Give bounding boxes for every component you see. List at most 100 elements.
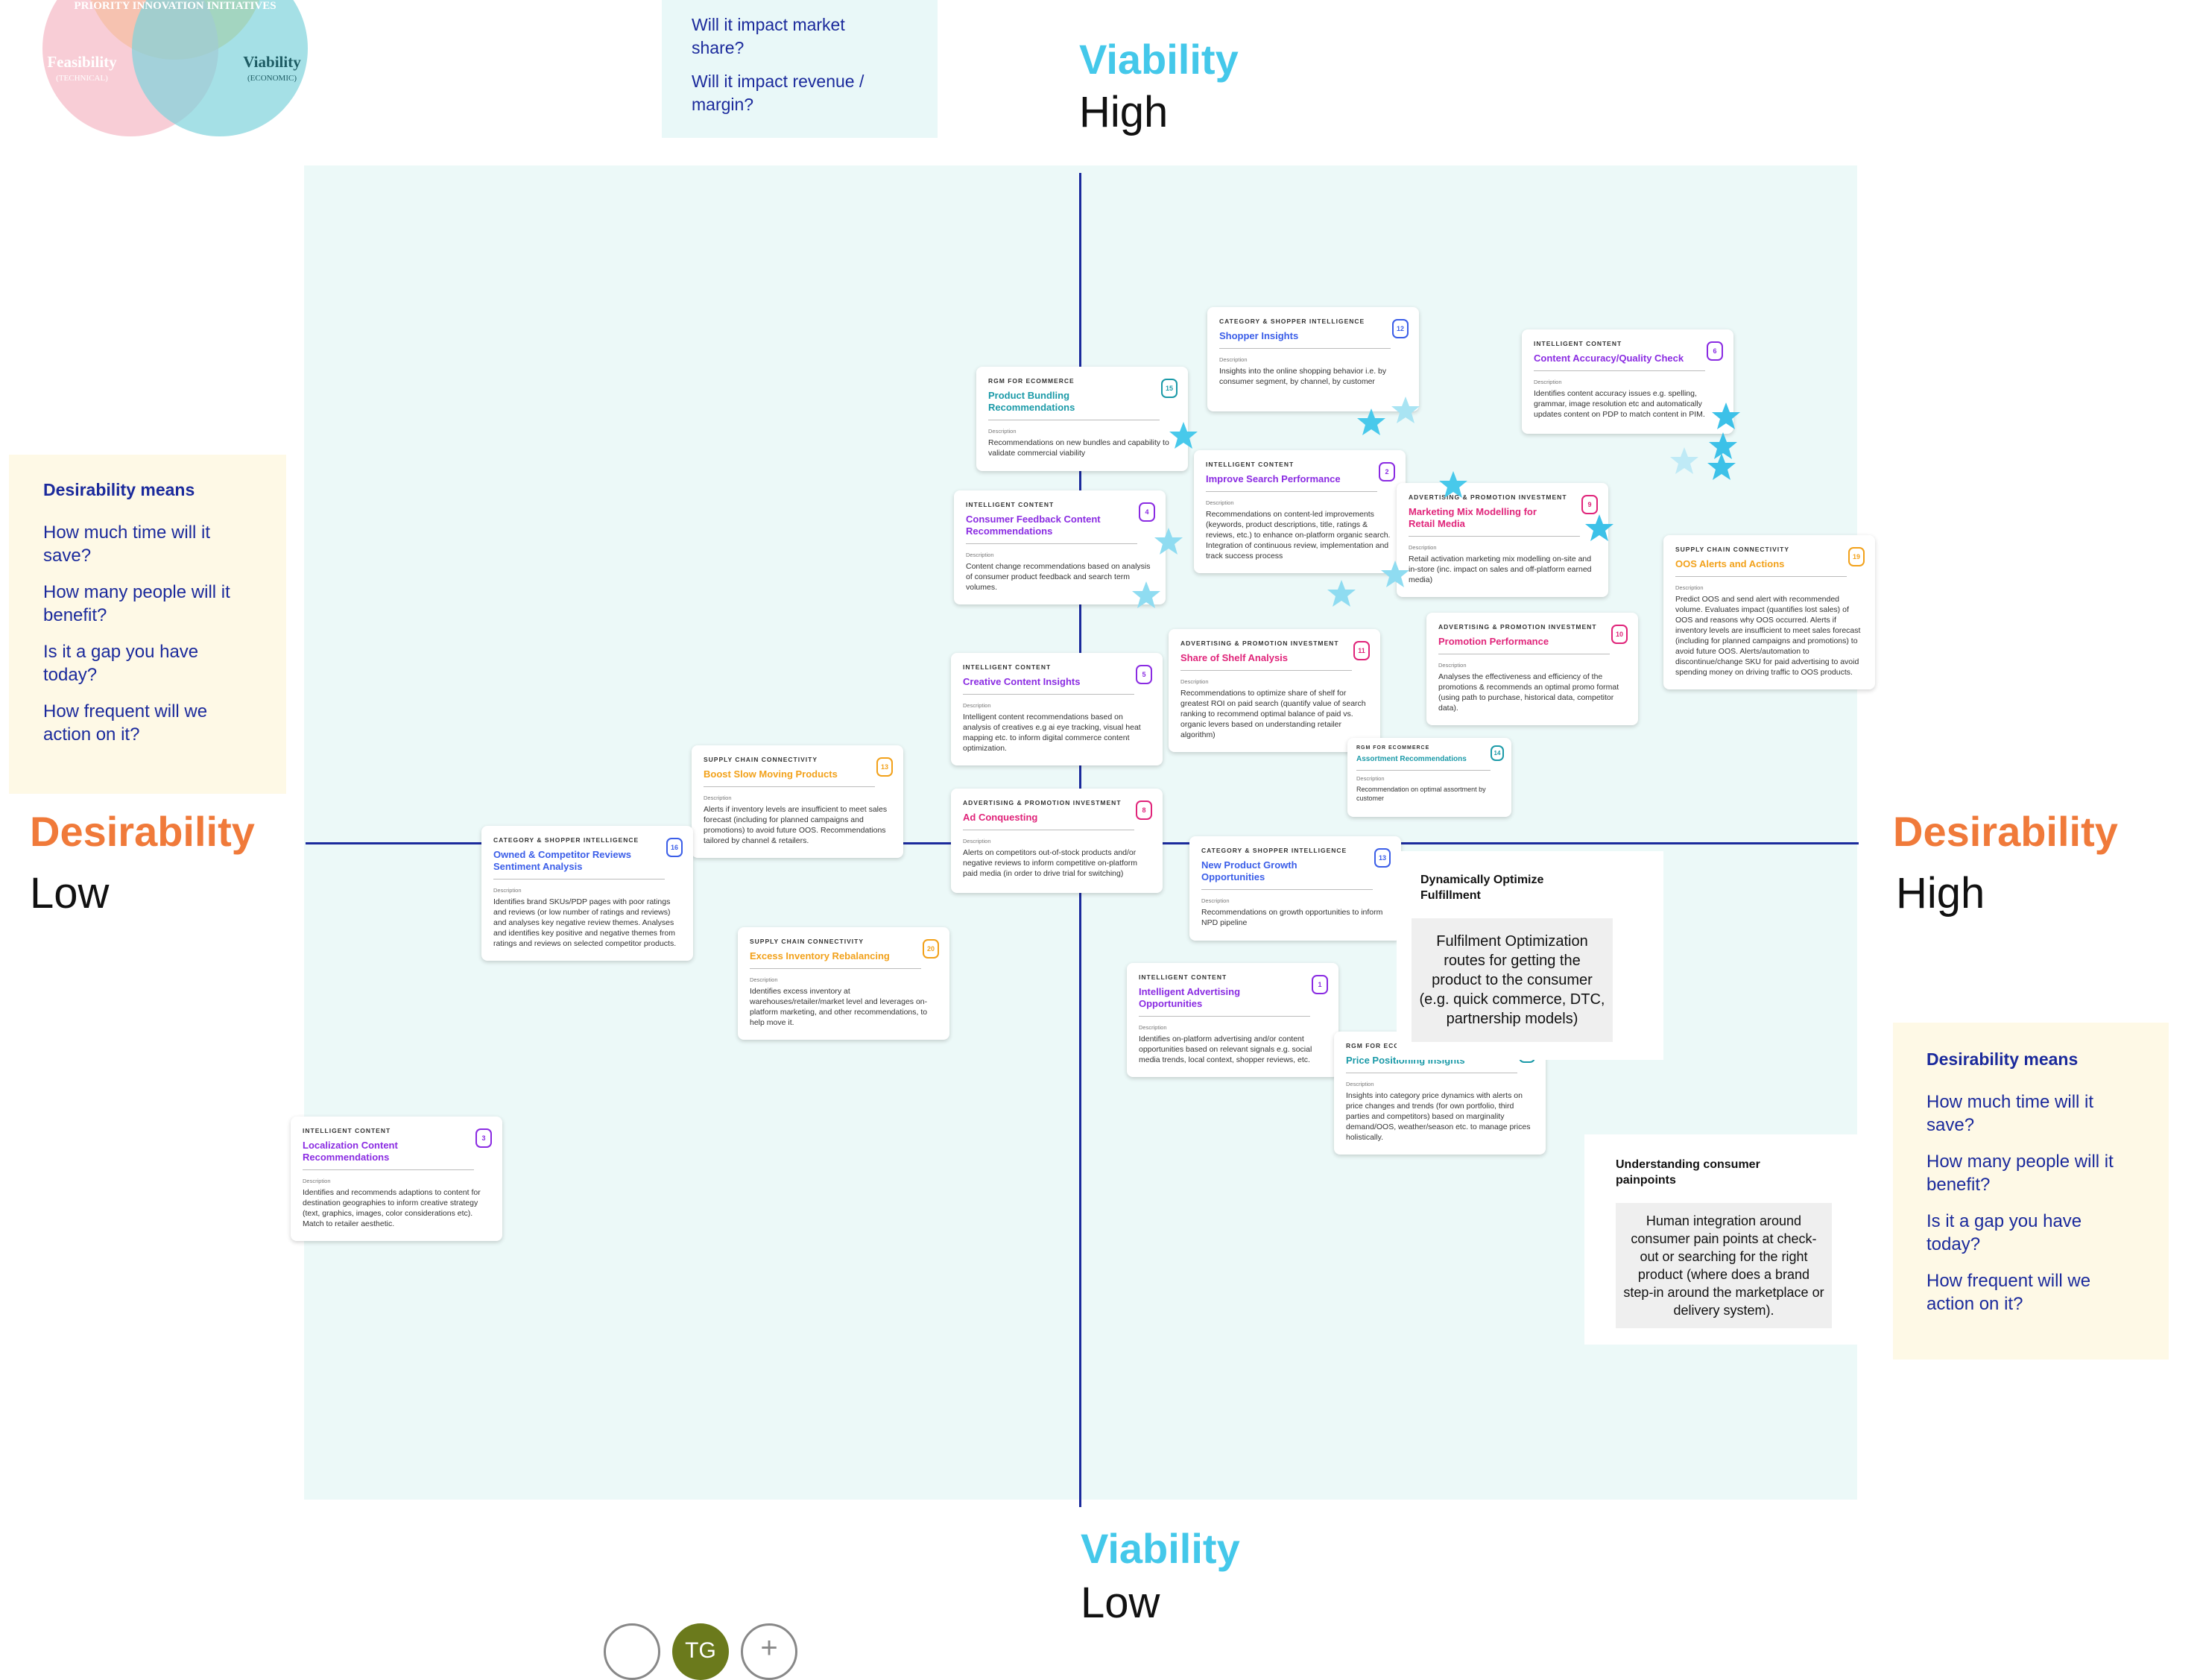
card-number-badge: 8 (1136, 800, 1152, 820)
desirability-question: How many people will it benefit? (1926, 1152, 2114, 1195)
initiative-card[interactable]: Category & Shopper Intelligence Shopper … (1207, 307, 1419, 411)
card-divider (1206, 491, 1377, 492)
card-number-badge: 13 (1374, 848, 1391, 868)
card-number-badge: 15 (1161, 379, 1178, 398)
user-avatar[interactable]: TG (672, 1623, 729, 1680)
initiative-card[interactable]: Category & Shopper Intelligence New Prod… (1189, 836, 1401, 941)
card-description-label: Description (303, 1178, 331, 1184)
card-description-label: Description (1201, 897, 1230, 904)
initiative-card[interactable]: Intelligent Content Improve Search Perfo… (1194, 450, 1406, 573)
card-title: Promotion Performance (1438, 636, 1549, 647)
desirability-question: How frequent will we action on it? (1926, 1271, 2091, 1314)
card-title: New Product Growth Opportunities (1201, 859, 1297, 882)
card-description-label: Description (1409, 544, 1437, 551)
card-number-badge: 3 (475, 1128, 492, 1148)
card-description-label: Description (966, 552, 994, 558)
card-divider (493, 879, 665, 880)
card-title: Consumer Feedback Content Recommendation… (966, 514, 1101, 537)
card-description-label: Description (1219, 356, 1248, 363)
card-number-badge: 12 (1392, 319, 1409, 338)
card-description: Identifies content accuracy issues e.g. … (1534, 389, 1705, 419)
card-divider (1219, 348, 1391, 349)
card-divider (1675, 576, 1847, 577)
venn-feasibility-label: Feasibility (47, 53, 117, 71)
card-category: Intelligent Content (1139, 973, 1227, 981)
initiative-card[interactable]: Advertising & Promotion Investment Promo… (1426, 613, 1638, 725)
card-description-label: Description (1438, 662, 1467, 669)
star-vote-icon[interactable] (1708, 431, 1738, 461)
card-description-label: Description (704, 795, 732, 801)
card-divider (963, 694, 1134, 695)
desirability-question: How many people will it benefit? (43, 582, 230, 625)
star-vote-icon[interactable] (1169, 420, 1198, 450)
card-description: Identifies excess inventory at warehouse… (750, 987, 928, 1027)
card-category: Supply Chain Connectivity (1675, 546, 1789, 553)
initiative-card[interactable]: Intelligent Content Consumer Feedback Co… (954, 490, 1166, 604)
star-vote-icon[interactable] (1707, 452, 1736, 481)
initiative-card[interactable]: Category & Shopper Intelligence Owned & … (481, 826, 693, 961)
initiative-card[interactable]: Intelligent Content Intelligent Advertis… (1127, 963, 1338, 1077)
initiative-card[interactable]: Supply Chain Connectivity Boost Slow Mov… (692, 745, 903, 858)
fulfilment-note-title: Dynamically Optimize Fulfillment (1420, 874, 1544, 902)
star-vote-icon[interactable] (1380, 559, 1410, 589)
card-description: Analyses the effectiveness and efficienc… (1438, 672, 1619, 713)
card-category: Intelligent Content (966, 501, 1055, 508)
painpoints-note-title: Understanding consumer painpoints (1616, 1158, 1760, 1187)
initiative-card[interactable]: Intelligent Content Localization Content… (291, 1117, 502, 1241)
card-category: Advertising & Promotion Investment (1180, 640, 1339, 647)
star-vote-icon[interactable] (1584, 513, 1614, 543)
card-description: Alerts on competitors out-of-stock produ… (963, 848, 1138, 878)
venn-viability-label: Viability (243, 53, 301, 71)
card-category: Category & Shopper Intelligence (1201, 847, 1347, 854)
star-vote-icon[interactable] (1131, 580, 1161, 610)
card-divider (966, 543, 1137, 544)
card-category: Advertising & Promotion Investment (963, 799, 1122, 806)
initiative-card[interactable]: Supply Chain Connectivity OOS Alerts and… (1663, 535, 1875, 689)
card-divider (704, 786, 875, 787)
initiative-card[interactable]: Supply Chain Connectivity Excess Invento… (738, 927, 949, 1040)
card-category: Advertising & Promotion Investment (1438, 623, 1597, 631)
card-category: Supply Chain Connectivity (750, 938, 864, 945)
card-number-badge: 11 (1353, 641, 1370, 660)
card-description: Recommendations on new bundles and capab… (988, 438, 1169, 458)
card-category: Intelligent Content (963, 663, 1052, 671)
card-description: Identifies brand SKUs/PDP pages with poo… (493, 897, 677, 948)
card-description: Identifies and recommends adaptions to c… (303, 1188, 481, 1228)
fulfilment-note[interactable]: Dynamically Optimize Fulfillment Fulfilm… (1397, 851, 1663, 1060)
card-divider (1356, 770, 1491, 771)
viability-questions-box: Will it impact market share? Will it imp… (662, 0, 938, 138)
card-description-label: Description (493, 887, 522, 894)
star-vote-icon[interactable] (1438, 470, 1468, 499)
card-description: Insights into the online shopping behavi… (1219, 367, 1387, 386)
initiative-card[interactable]: RGM for eCommerce Product Bundling Recom… (976, 367, 1188, 471)
card-description: Insights into category price dynamics wi… (1346, 1091, 1531, 1142)
initiative-card[interactable]: RGM for eCommerce Assortment Recommendat… (1347, 738, 1511, 817)
initiative-card[interactable]: Advertising & Promotion Investment Share… (1169, 629, 1380, 752)
initiative-card[interactable]: Advertising & Promotion Investment Marke… (1397, 483, 1608, 597)
initiative-card[interactable]: Intelligent Content Creative Content Ins… (951, 653, 1163, 765)
desirability-question: How much time will it save? (1926, 1092, 2094, 1135)
card-title: Marketing Mix Modelling for Retail Media (1409, 506, 1537, 529)
card-number-badge: 1 (1312, 975, 1328, 994)
card-description: Recommendations to optimize share of she… (1180, 689, 1366, 739)
card-divider (1201, 889, 1373, 890)
initiative-card[interactable]: Advertising & Promotion Investment Ad Co… (951, 789, 1163, 893)
star-vote-icon[interactable] (1391, 395, 1420, 425)
card-category: Intelligent Content (1534, 340, 1622, 347)
add-collaborator-icon[interactable]: + (741, 1623, 797, 1680)
card-description-label: Description (963, 838, 991, 844)
star-vote-icon[interactable] (1669, 446, 1699, 476)
painpoints-note[interactable]: Understanding consumer painpoints Human … (1584, 1134, 1857, 1345)
star-vote-icon[interactable] (1711, 401, 1741, 431)
card-number-badge: 13 (876, 757, 893, 777)
card-divider (1180, 670, 1352, 671)
fulfilment-note-body: Fulfilment Optimization routes for getti… (1412, 918, 1613, 1042)
star-vote-icon[interactable] (1154, 526, 1183, 556)
star-vote-icon[interactable] (1356, 407, 1386, 437)
venn-viability-sub: (ECONOMIC) (247, 74, 297, 83)
emoji-reaction-icon[interactable] (604, 1623, 660, 1680)
star-vote-icon[interactable] (1327, 578, 1356, 608)
card-title: Shopper Insights (1219, 330, 1299, 341)
card-description: Identifies on-platform advertising and/o… (1139, 1035, 1312, 1064)
initiative-card[interactable]: Intelligent Content Content Accuracy/Qua… (1522, 329, 1733, 434)
